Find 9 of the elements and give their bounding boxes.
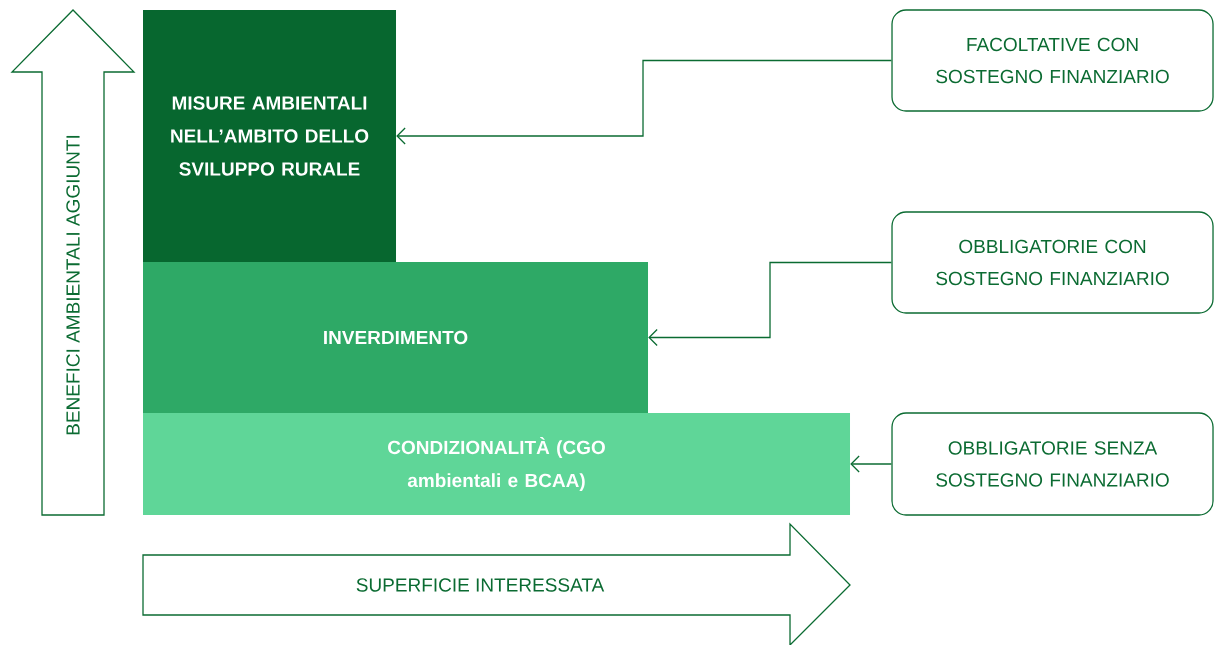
arrow <box>648 261 892 347</box>
rounded-box: FACOLTATIVE CON SOSTEGNO FINANZIARIO <box>891 9 1214 112</box>
arrow <box>850 455 892 473</box>
rounded-box: OBBLIGATORIE SENZA SOSTEGNO FINANZIARIO <box>891 412 1214 516</box>
text-block: CONDIZIONALITÀ (CGO ambientali e BCAA) <box>143 413 850 515</box>
rounded-box: OBBLIGATORIE CON SOSTEGNO FINANZIARIO <box>891 211 1214 314</box>
text-block: MISURE AMBIENTALI NELL’AMBITO DELLO SVILUPPO RURALE <box>143 10 396 262</box>
arrow <box>396 59 892 145</box>
text-block: INVERDIMENTO <box>143 262 648 413</box>
